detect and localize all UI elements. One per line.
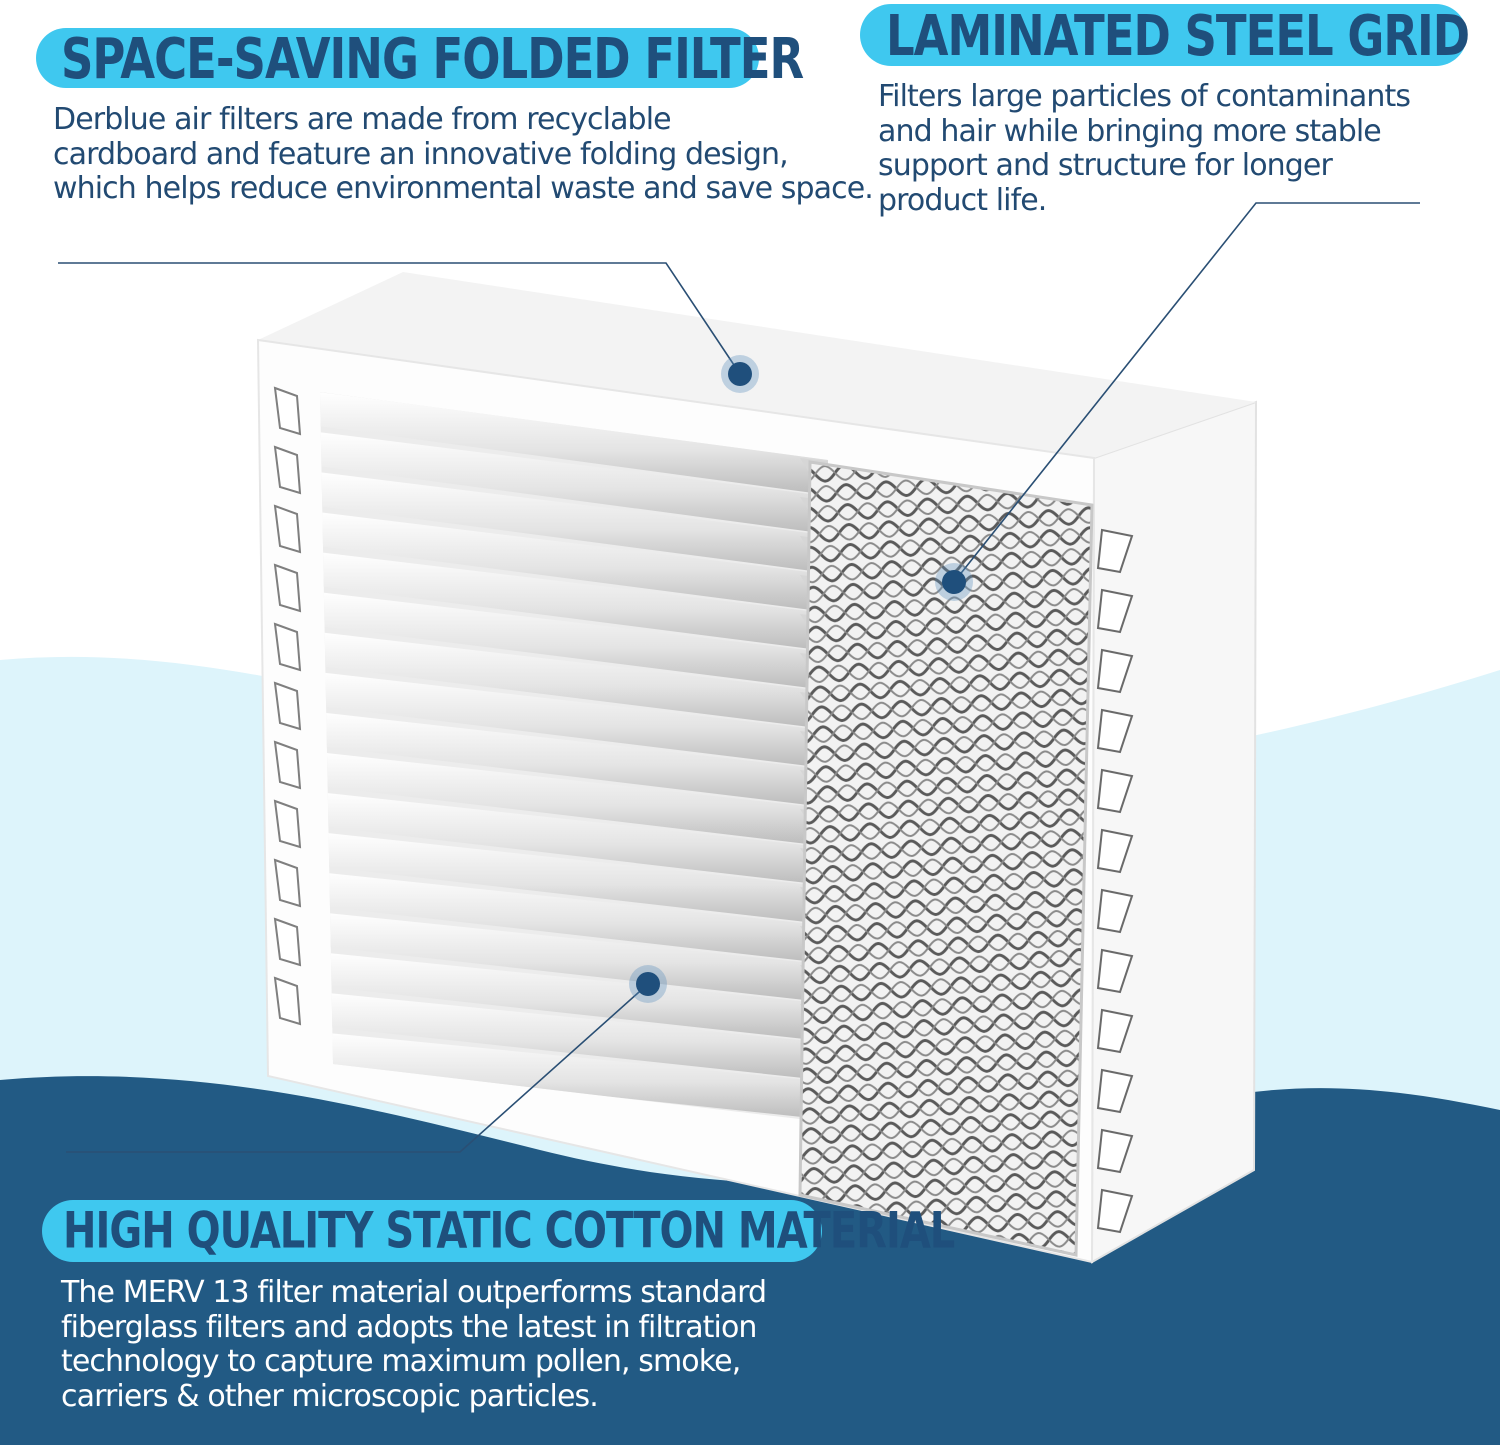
- leader-line-folded: [58, 262, 741, 375]
- leader-line-grid: [953, 202, 1420, 583]
- fold-notch: [273, 917, 302, 967]
- fold-notch: [1096, 1068, 1134, 1114]
- filter-top-face: [258, 272, 1256, 458]
- fold-notch: [1096, 948, 1134, 994]
- fold-notch: [1096, 1188, 1134, 1234]
- fold-notch: [1096, 1128, 1134, 1174]
- cotton-material-line-2: fiberglass filters and adopts the latest…: [61, 1309, 757, 1345]
- fold-notch: [1096, 528, 1134, 574]
- mesh-shadow: [798, 460, 1094, 1257]
- pleat-fold: [320, 552, 828, 654]
- pleated-cotton-media: [320, 392, 828, 1120]
- pleat-fold: [320, 472, 828, 576]
- pleat-fold: [320, 832, 828, 927]
- fold-notch: [1096, 588, 1134, 634]
- steel-grid-title: LAMINATED STEEL GRID: [886, 1, 1470, 69]
- fold-notch: [1096, 1008, 1134, 1054]
- pleat-fold: [320, 992, 828, 1083]
- pleat-fold: [320, 432, 828, 537]
- fold-notch: [1096, 708, 1134, 754]
- fold-notch: [1096, 648, 1134, 694]
- folded-filter-title: SPACE-SAVING FOLDED FILTER: [61, 24, 804, 92]
- steel-grid-description: Filters large particles of contaminants …: [878, 79, 1411, 218]
- fold-notch: [273, 858, 302, 908]
- marker-dot-cotton: [629, 965, 667, 1003]
- folded-filter-line-1: Derblue air filters are made from recycl…: [53, 102, 672, 137]
- steel-grid-line-3: support and structure for longer: [878, 148, 1333, 183]
- fold-notch: [273, 681, 302, 731]
- steel-grid-line-1: Filters large particles of contaminants: [878, 79, 1411, 114]
- left-fold-notches: [273, 386, 302, 1026]
- steel-grid-title-pill: LAMINATED STEEL GRID: [860, 1, 1470, 69]
- pleat-fold: [320, 592, 828, 693]
- steel-grid-line-2: and hair while bringing more stable: [878, 113, 1382, 149]
- marker-dot-grid: [935, 563, 973, 601]
- pleat-fold: [320, 712, 828, 810]
- pleat-fold: [320, 392, 828, 498]
- cotton-material-line-4: carriers & other microscopic particles.: [61, 1378, 599, 1414]
- laminated-steel-grid: [800, 462, 1092, 1255]
- cotton-material-title-pill: HIGH QUALITY STATIC COTTON MATERIAL: [42, 1200, 955, 1262]
- pleat-fold: [320, 1032, 828, 1120]
- folded-filter-line-3: which helps reduce environmental waste a…: [53, 171, 874, 206]
- pleat-fold: [320, 912, 828, 1005]
- fold-notch: [273, 504, 302, 554]
- pleat-fold: [320, 752, 828, 849]
- leader-line-cotton: [66, 983, 649, 1153]
- fold-notch: [1096, 888, 1134, 934]
- pleat-fold: [320, 872, 828, 966]
- pleat-fold: [320, 792, 828, 888]
- folded-filter-title-pill: SPACE-SAVING FOLDED FILTER: [36, 25, 804, 91]
- pleat-fold: [320, 512, 828, 615]
- pleat-fold: [320, 632, 828, 732]
- fold-notch: [273, 622, 302, 672]
- folded-filter-description: Derblue air filters are made from recycl…: [53, 102, 874, 207]
- fold-notch: [273, 386, 302, 436]
- fold-notch: [273, 976, 302, 1026]
- steel-grid-line-4: product life.: [878, 182, 1047, 218]
- marker-dot-folded: [721, 355, 759, 393]
- fold-notch: [1096, 768, 1134, 814]
- cotton-material-description: The MERV 13 filter material outperforms …: [61, 1275, 767, 1414]
- fold-notch: [1096, 828, 1134, 874]
- cotton-material-title: HIGH QUALITY STATIC COTTON MATERIAL: [63, 1202, 955, 1260]
- fold-notch: [273, 563, 302, 613]
- fold-notch: [273, 445, 302, 495]
- fold-notch: [273, 740, 302, 790]
- cotton-material-line-1: The MERV 13 filter material outperforms …: [61, 1275, 767, 1310]
- folded-filter-line-2: cardboard and feature an innovative fold…: [53, 136, 789, 172]
- cotton-material-line-3: technology to capture maximum pollen, sm…: [61, 1344, 741, 1379]
- pleat-fold: [320, 952, 828, 1044]
- pleat-fold: [320, 672, 828, 771]
- right-fold-notches: [1096, 528, 1134, 1234]
- fold-notch: [273, 799, 302, 849]
